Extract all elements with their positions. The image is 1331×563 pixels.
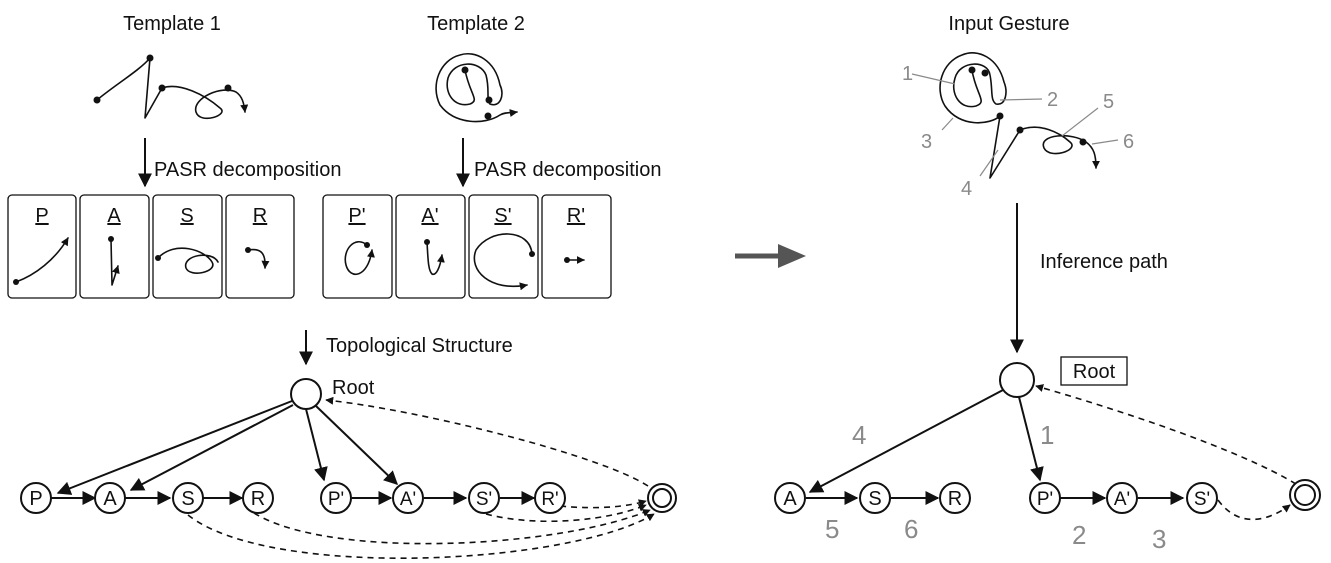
right-node-a-label: A	[783, 488, 797, 510]
input-gesture-title: Input Gesture	[948, 13, 1069, 35]
right-root-box	[1060, 356, 1128, 386]
card-r-label: R	[253, 205, 267, 227]
card-p-label: P	[35, 205, 48, 227]
card-p	[7, 194, 77, 299]
card-a-label: A	[107, 205, 121, 227]
left-node-p2	[320, 482, 352, 514]
card-s2	[468, 194, 539, 299]
right-node-a	[774, 482, 806, 514]
left-root-label: Root	[332, 377, 375, 399]
left-node-a2	[392, 482, 424, 514]
template1-gesture	[93, 54, 249, 120]
transition-arrow	[735, 244, 806, 268]
right-root-label: Root	[1073, 361, 1116, 383]
left-node-r	[242, 482, 274, 514]
left-root-node	[290, 378, 322, 410]
card-a	[79, 194, 150, 299]
decomp-label-2: PASR decomposition	[474, 159, 662, 181]
left-node-s-label: S	[181, 488, 194, 510]
left-node-a-label: A	[103, 488, 117, 510]
right-graph: Root A S R P' A' S'	[774, 356, 1321, 521]
template2-gesture	[435, 53, 518, 123]
card-r	[225, 194, 295, 299]
right-node-s2-label: S'	[1194, 489, 1210, 510]
right-node-r	[939, 482, 971, 514]
left-node-a2-label: A'	[400, 489, 416, 510]
decomp-label-1: PASR decomposition	[154, 159, 342, 181]
left-node-r2	[534, 482, 566, 514]
edge-num-root-p2: 1	[1040, 420, 1054, 450]
right-node-a2	[1106, 482, 1138, 514]
card-r2-label: R'	[567, 205, 585, 227]
input-gesture	[911, 52, 1119, 179]
gesture-num-6: 6	[1123, 131, 1134, 153]
right-node-s2	[1186, 482, 1218, 514]
template2-title: Template 2	[427, 13, 525, 35]
right-node-p2-label: P'	[1037, 489, 1053, 510]
left-node-s	[172, 482, 204, 514]
right-node-r-label: R	[948, 488, 962, 510]
gesture-num-1: 1	[902, 63, 913, 85]
card-p2-label: P'	[348, 205, 365, 227]
inference-label: Inference path	[1040, 251, 1168, 273]
right-node-s	[859, 482, 891, 514]
gesture-num-4: 4	[961, 178, 972, 200]
gesture-num-3: 3	[921, 131, 932, 153]
edge-num-p2-a2: 2	[1072, 520, 1086, 550]
card-s2-label: S'	[494, 205, 511, 227]
cards-template2: P' A' S' R'	[322, 194, 612, 299]
right-node-p2	[1029, 482, 1061, 514]
left-node-p	[20, 482, 52, 514]
left-node-r-label: R	[251, 488, 265, 510]
edge-num-a-s: 5	[825, 514, 839, 544]
card-p2	[322, 194, 393, 299]
card-r2	[541, 194, 612, 299]
gesture-num-5: 5	[1103, 91, 1114, 113]
left-node-s2	[468, 482, 500, 514]
template1-title: Template 1	[123, 13, 221, 35]
left-node-p2-label: P'	[328, 489, 344, 510]
left-graph: Root P A S R P' A' S' R'	[20, 377, 677, 559]
card-a2-label: A'	[421, 205, 438, 227]
right-node-s-label: S	[868, 488, 881, 510]
left-node-p-label: P	[29, 488, 42, 510]
edge-num-a2-s2: 3	[1152, 524, 1166, 554]
card-s-label: S	[180, 205, 193, 227]
topology-label: Topological Structure	[326, 335, 513, 357]
right-node-a2-label: A'	[1114, 489, 1130, 510]
edge-num-root-a: 4	[852, 420, 866, 450]
card-a2	[395, 194, 466, 299]
left-node-a	[94, 482, 126, 514]
gesture-num-2: 2	[1047, 89, 1058, 111]
edge-num-s-r: 6	[904, 514, 918, 544]
left-node-r2-label: R'	[541, 489, 558, 510]
right-root-node	[999, 362, 1035, 398]
cards-template1: P A S R	[7, 194, 295, 299]
left-node-s2-label: S'	[476, 489, 492, 510]
